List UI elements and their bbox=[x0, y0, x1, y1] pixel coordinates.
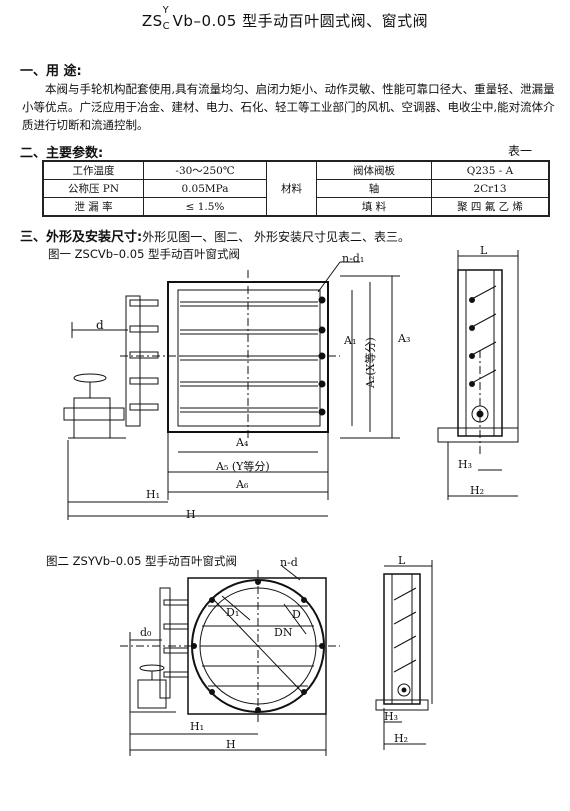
fig1-label-H3: H₃ bbox=[458, 458, 473, 471]
param-value: 2Cr13 bbox=[431, 179, 550, 198]
fig1-label-A5: A₅ (Y等分) bbox=[216, 460, 270, 473]
section-dimensions: 三、外形及安装尺寸:外形见图一、图二、 外形安装尺寸见表二、表三。 bbox=[20, 226, 410, 245]
param-value: ≤ 1.5% bbox=[143, 197, 267, 217]
figure2-drawing bbox=[120, 560, 433, 756]
fig2-label-H1: H₁ bbox=[190, 720, 205, 733]
figure1-drawing bbox=[63, 250, 519, 520]
fig1-label-d: d bbox=[96, 318, 104, 332]
fig2-label-d0: d₀ bbox=[140, 626, 152, 639]
fig1-label-H2: H₂ bbox=[470, 484, 485, 497]
param-key: 轴 bbox=[316, 179, 432, 198]
fig2-label-D: D bbox=[292, 608, 301, 621]
fig2-label-nd: n-d bbox=[280, 556, 298, 569]
fig2-label-L: L bbox=[398, 554, 406, 567]
section-dimensions-heading: 三、外形及安装尺寸: bbox=[20, 230, 143, 245]
param-key: 填 料 bbox=[316, 197, 432, 217]
fig1-label-A3: A₃ bbox=[398, 332, 411, 345]
param-key: 工作温度 bbox=[42, 160, 144, 180]
section-usage-text: 本阀与手轮机构配套使用,具有流量均匀、启闭力矩小、动作灵敏、性能可靠口径大、重量… bbox=[22, 82, 555, 132]
material-label: 材料 bbox=[266, 160, 317, 217]
figure1-caption: 图一 ZSCVb–0.05 型手动百叶窗式阀 bbox=[48, 247, 241, 261]
fig2-label-H2: H₂ bbox=[394, 732, 409, 745]
param-value: 0.05MPa bbox=[143, 179, 267, 198]
fig1-label-L: L bbox=[480, 244, 488, 257]
fig1-label-H: H bbox=[186, 508, 196, 521]
fig1-label-nd: n-d₁ bbox=[342, 252, 365, 265]
table-row: 工作温度 -30～250℃ 材料 阀体阀板 Q235 - A bbox=[42, 160, 550, 217]
param-value: -30～250℃ bbox=[143, 160, 267, 180]
fig1-label-A6: A₆ bbox=[236, 478, 249, 491]
param-value: Q235 - A bbox=[431, 160, 550, 180]
param-key: 公称压 PN bbox=[42, 179, 144, 198]
section-dimensions-text: 外形见图一、图二、 外形安装尺寸见表二、表三。 bbox=[142, 230, 411, 244]
section-params-heading: 二、主要参数: bbox=[20, 146, 104, 161]
fig1-label-A2: A₂(X等分) bbox=[364, 337, 377, 388]
fig1-label-H1: H₁ bbox=[146, 488, 161, 501]
section-usage-heading: 一、用 途: bbox=[20, 64, 82, 79]
param-key: 阀体阀板 bbox=[316, 160, 432, 180]
fig1-label-A4: A₄ bbox=[236, 436, 249, 449]
fig2-label-H3: H₃ bbox=[384, 710, 399, 723]
table-label: 表一 bbox=[508, 144, 533, 158]
fig1-label-A1: A₁ bbox=[344, 334, 357, 347]
table-row: 公称压 PN 0.05MPa 轴 2Cr13 bbox=[42, 179, 550, 198]
fig2-label-DN: DN bbox=[274, 626, 293, 639]
param-value: 聚 四 氟 乙 烯 bbox=[431, 197, 550, 217]
table-row: 泄 漏 率 ≤ 1.5% 填 料 聚 四 氟 乙 烯 bbox=[42, 197, 550, 217]
fig2-label-H: H bbox=[226, 738, 236, 751]
params-table: 工作温度 -30～250℃ 材料 阀体阀板 Q235 - A 公称压 PN 0.… bbox=[42, 160, 550, 217]
figure2-caption: 图二 ZSYVb–0.05 型手动百叶窗式阀 bbox=[46, 554, 238, 568]
param-key: 泄 漏 率 bbox=[42, 197, 144, 217]
fig2-label-D1: D₁ bbox=[226, 606, 240, 619]
